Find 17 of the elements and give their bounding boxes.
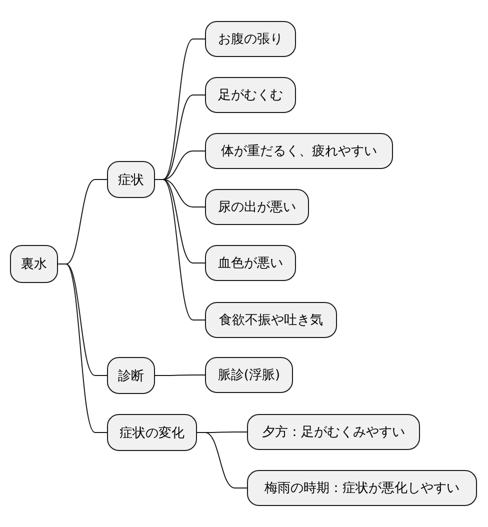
topic-box: お腹の張り bbox=[205, 21, 296, 57]
topic-box: 裏水 bbox=[10, 245, 58, 283]
branch-line bbox=[196, 432, 248, 488]
topic-box: 症状の変化 bbox=[107, 414, 197, 451]
topic-box: 食欲不振や吐き気 bbox=[205, 302, 337, 338]
topic-box: 夕方：足がむくみやすい bbox=[247, 414, 420, 450]
topic-box: 尿の出が悪い bbox=[205, 189, 309, 225]
topic-box: 脈診(浮脈) bbox=[205, 357, 293, 393]
topic-box: 体が重だるく、疲れやすい bbox=[205, 133, 393, 169]
topic-box: 診断 bbox=[107, 357, 155, 394]
topic-box: 梅雨の時期：症状が悪化しやすい bbox=[247, 470, 477, 506]
branch-line bbox=[154, 179, 206, 320]
topic-box: 血色が悪い bbox=[205, 245, 296, 281]
branch-line bbox=[154, 374, 206, 376]
topic-box: 足がむくむ bbox=[205, 77, 296, 113]
branch-line bbox=[58, 264, 108, 433]
topic-box: 症状 bbox=[107, 161, 155, 198]
